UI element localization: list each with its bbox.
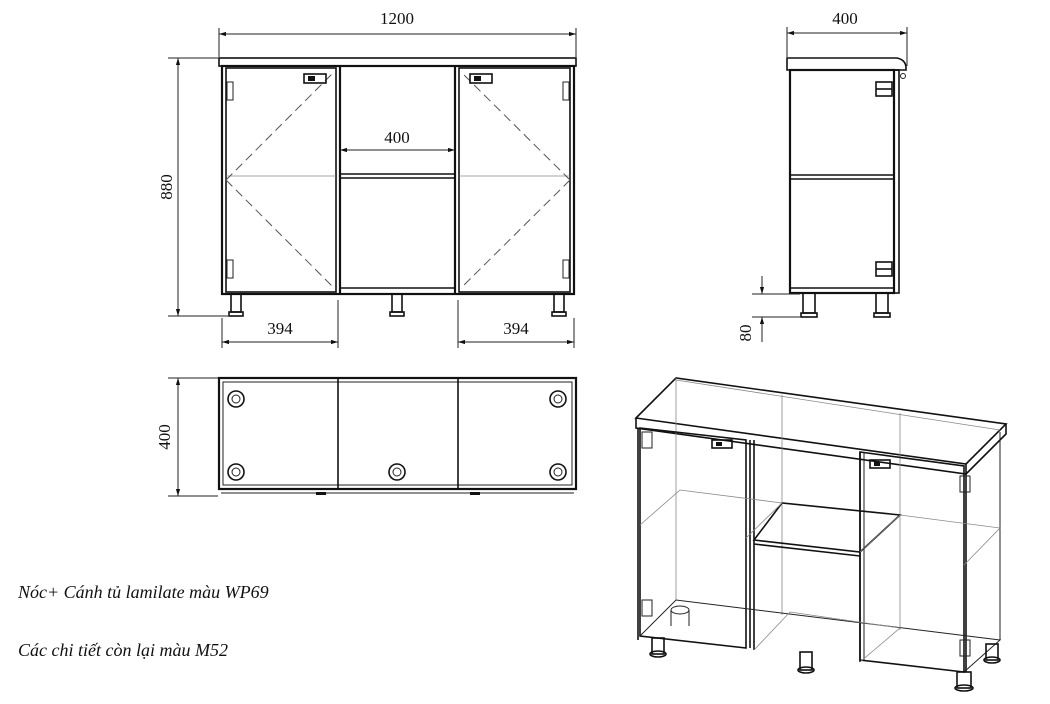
lock-icon (869, 459, 891, 469)
front-height-label: 880 (157, 174, 176, 200)
side-view: 400 80 (736, 9, 908, 342)
top-depth-label: 400 (155, 424, 174, 450)
inner-width-label: 400 (384, 128, 410, 147)
front-legs (228, 293, 567, 317)
hinge-icon (875, 81, 893, 277)
side-legs (800, 292, 891, 318)
isometric-view (634, 377, 1008, 692)
lock-icon (469, 73, 493, 84)
hinge-icon (226, 81, 570, 279)
leg-circles (227, 390, 567, 481)
leg-height-label: 80 (736, 325, 755, 342)
front-width-label: 1200 (380, 9, 414, 28)
top-view: 400 (155, 376, 578, 497)
iso-legs (649, 605, 1001, 692)
hinge-icon (641, 431, 971, 657)
lock-icon (711, 439, 733, 449)
side-depth-label: 400 (832, 9, 858, 28)
right-door-width-label: 394 (503, 319, 529, 338)
left-door-width-label: 394 (267, 319, 293, 338)
front-view: 1200 880 400 394 394 (157, 9, 577, 348)
material-note-other-parts: Các chi tiết còn lại màu M52 (18, 640, 228, 660)
material-note-top-doors: Nóc+ Cánh tủ lamilate màu WP69 (18, 582, 269, 602)
lock-icon (303, 73, 327, 84)
